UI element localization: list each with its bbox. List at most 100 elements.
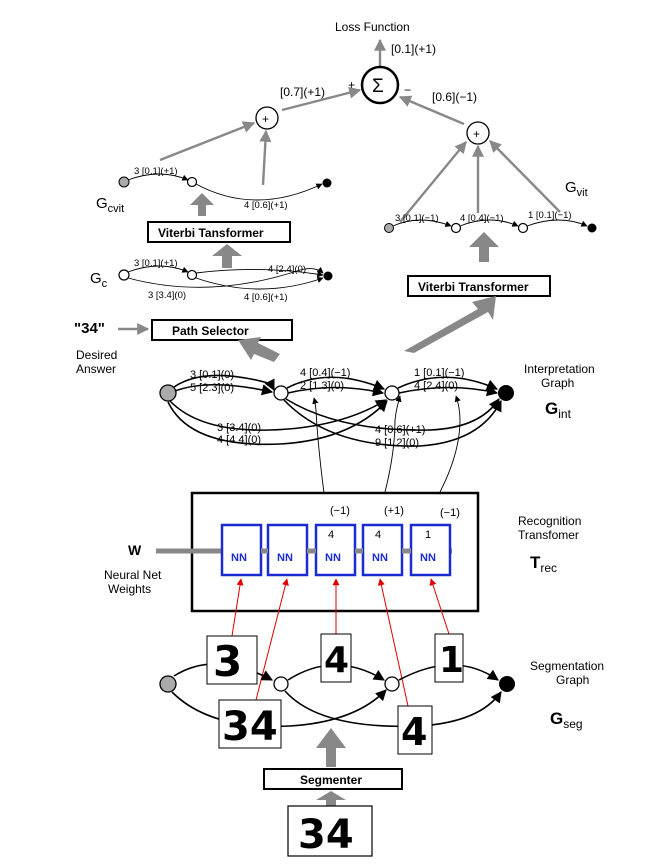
gvit-start-node <box>384 223 394 233</box>
gvit-up-arrow <box>469 232 499 262</box>
gc-edge-3-label: 4 [2.4](0) <box>268 264 306 275</box>
gvit-mid-node-1 <box>450 222 462 234</box>
gint-edge-9-label: 4 [0.6](+1) <box>375 424 425 436</box>
gc-mid-node <box>186 269 198 281</box>
weights-w-label: W <box>128 542 142 558</box>
gseg-label: Gseg <box>550 709 583 731</box>
gc-end-node <box>323 271 333 281</box>
left-plus-node <box>255 106 279 130</box>
gcvit-edge-1 <box>127 173 189 181</box>
gc-edge-1 <box>127 265 189 273</box>
gint-edge-9 <box>285 398 500 431</box>
gcvit-end-node <box>322 178 332 188</box>
gvit-edge-1-label: 3 [0.1](−1) <box>395 213 439 224</box>
nn-box-2 <box>266 523 309 577</box>
input-image-glyphs: 34 <box>298 812 354 858</box>
gcvit-edge-2-label: 4 [0.6](+1) <box>244 200 288 211</box>
interpretation-title: Interpretation <box>524 362 595 376</box>
segment-image-3 <box>206 635 258 685</box>
gint-node-3 <box>384 385 400 401</box>
gint-edge-6-label: 4 [2.4](0) <box>414 380 458 392</box>
gcvit-start-node <box>118 176 130 188</box>
loss-function-title: Loss Function <box>335 20 410 34</box>
sum-minus-sign: − <box>404 83 411 97</box>
right-plus-sign: + <box>473 127 480 141</box>
weights-label: Weights <box>108 582 151 596</box>
gcvit-to-plus-arrow-2 <box>259 129 272 186</box>
gint-edge-4-label: 2 [1.3](0) <box>300 380 344 392</box>
gint-edge-5 <box>397 376 499 391</box>
gint-edge-6 <box>398 385 499 397</box>
right-plus-to-sum-arrow <box>398 95 465 126</box>
gint-edge-7-label: 3 [3.4](0) <box>217 422 261 434</box>
gint-start-node <box>159 384 177 402</box>
gcvit-label: Gcvit <box>96 195 124 215</box>
gcvit-edge-1-label: 3 [0.1](+1) <box>134 166 178 177</box>
gvit-edge-3-label: 1 [0.1](−1) <box>528 210 572 221</box>
recognition-title: Recognition <box>518 514 581 528</box>
gseg-node-3 <box>384 676 400 692</box>
gint-edge-10-label: 9 [1.2](0) <box>375 437 419 449</box>
segmenter-box <box>263 768 403 790</box>
gvit-edge-1 <box>392 219 452 227</box>
gc-start-node <box>118 269 130 281</box>
gint-edge-2-label: 5 [2.3](0) <box>190 382 234 394</box>
gc-edge-2 <box>127 266 324 288</box>
segment-image-4b <box>397 705 433 755</box>
gint-edge-1-label: 3 [0.1](0) <box>190 369 234 381</box>
viterbi-left-label: Viterbi Tansformer <box>158 226 264 240</box>
viterbi-right-box <box>407 275 551 297</box>
sum-node <box>360 65 400 105</box>
gc-edge-2-label: 3 [3.4](0) <box>148 290 186 301</box>
segment-images: 3 4 1 34 4 <box>206 633 464 755</box>
gint-to-viterbi-right-arrow <box>404 296 496 353</box>
gvit-label: Gvit <box>565 179 588 199</box>
gc-up-arrow <box>212 244 242 268</box>
input-image-box <box>287 805 373 857</box>
gvit-edge-2-label: 4 [0.4](−1) <box>460 213 504 224</box>
gint-node-2 <box>273 385 289 401</box>
nn-label-1: NN <box>231 552 247 564</box>
left-plus-sign: + <box>262 112 269 126</box>
gvit-end-node <box>587 223 597 233</box>
segment-glyph-34: 34 <box>222 704 278 750</box>
gint-edge-10 <box>283 399 502 447</box>
gseg-edge-34 <box>171 689 387 728</box>
gint-to-path-selector-arrow <box>238 337 280 362</box>
segment-image-1 <box>434 633 464 683</box>
seg5-to-nn4-line <box>377 578 409 707</box>
gint-edge-5-label: 1 [0.1](−1) <box>414 367 464 379</box>
sign-label-2: (+1) <box>384 505 404 517</box>
gint-label: Gint <box>545 399 572 421</box>
gvit-to-plus-arrow-3 <box>489 140 561 213</box>
gc-edge-4 <box>195 276 324 290</box>
gseg-start-node <box>159 675 177 693</box>
nn4-to-gint-line <box>379 395 402 511</box>
gint-end-node <box>498 385 514 401</box>
desired-label: Desired <box>76 348 117 362</box>
viterbi-right-label: Viterbi Transformer <box>418 280 529 294</box>
gseg-node-2 <box>273 676 289 692</box>
gvit-edge-2 <box>459 219 519 227</box>
nn3-to-gint-line <box>312 397 327 509</box>
sigma-symbol: Σ <box>372 76 384 97</box>
loss-value: [0.1](+1) <box>391 42 436 56</box>
gvit-mid-node-2 <box>517 222 529 234</box>
gc-edge-4-label: 4 [0.6](+1) <box>244 292 288 303</box>
recognition-transformer-word: Transfomer <box>518 528 579 542</box>
segment-image-34 <box>218 699 282 749</box>
gc-label: Gc <box>90 270 108 290</box>
path-selector-box <box>151 319 293 341</box>
interpretation-graph-word: Graph <box>541 376 574 390</box>
right-plus-node <box>466 121 490 145</box>
gint-edge-3-label: 4 [0.4](−1) <box>300 367 350 379</box>
nn-label-4: NN <box>372 552 388 564</box>
path-selector-label: Path Selector <box>172 324 249 338</box>
gcvit-mid-node <box>186 176 198 188</box>
gvit-edge-3 <box>526 219 588 227</box>
gint-edge-8-label: 4 [4.4](0) <box>217 434 261 446</box>
gseg-end-node <box>499 676 515 692</box>
viterbi-left-up-arrow <box>190 193 214 216</box>
nn-label-3: NN <box>325 552 341 564</box>
